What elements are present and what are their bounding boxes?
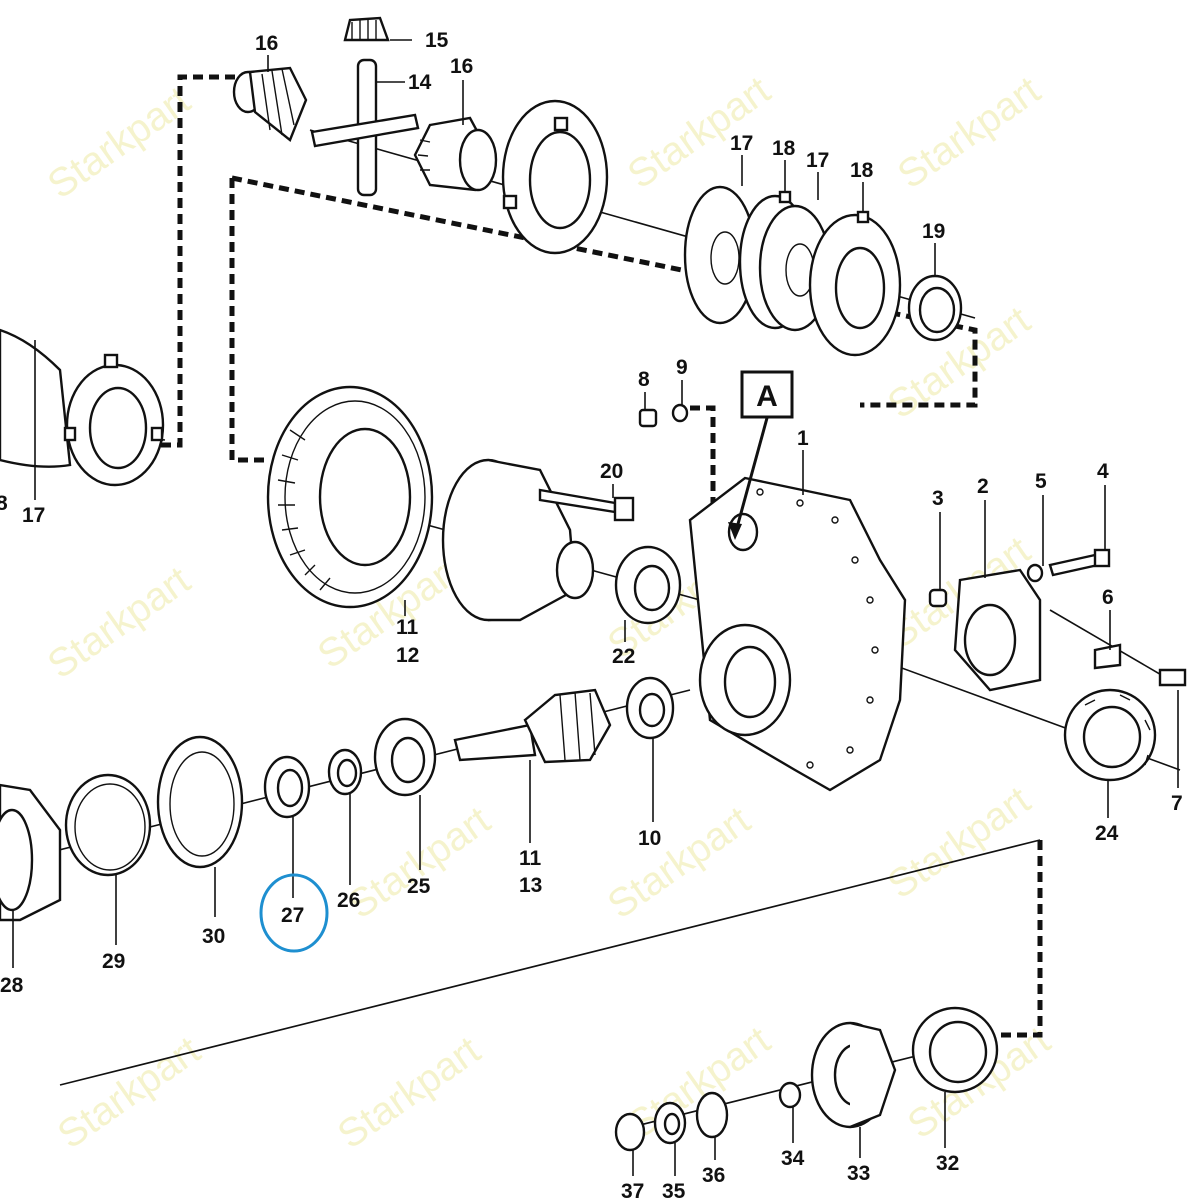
- part-label-30: 30: [202, 925, 225, 948]
- spacer-26: [327, 748, 363, 796]
- watermark: Starkpart: [40, 78, 198, 207]
- sleeve-27: [263, 755, 311, 819]
- part-label-17: 17: [730, 132, 753, 155]
- bolt-4: [1048, 548, 1111, 577]
- part-label-16: 16: [450, 55, 473, 78]
- adjusting-nut-24: [1063, 688, 1157, 782]
- dashed-path-bolt: [690, 405, 716, 535]
- watermark: Starkpart: [880, 778, 1038, 907]
- part-label-16: 16: [255, 32, 278, 55]
- part-labels: 15 14 16 16 17 18 17 18 19 17 8 8 9 20 1…: [0, 29, 1183, 1200]
- o-ring-29: [64, 773, 152, 877]
- side-gear-16-right: [413, 116, 498, 192]
- dashed-path-differential: [229, 178, 270, 463]
- bearing-cap-2: [953, 568, 1042, 692]
- part-label-14: 14: [408, 71, 432, 94]
- washer-37: [614, 1112, 646, 1152]
- bearing-22: [614, 545, 682, 625]
- part-label-8-edge: 8: [0, 492, 8, 515]
- seal-32: [911, 1006, 999, 1094]
- part-label-27: 27: [281, 904, 304, 927]
- thrust-washer: [501, 99, 609, 255]
- washer-34: [778, 1081, 802, 1109]
- part-label-11: 11: [519, 847, 542, 870]
- part-label-7: 7: [1171, 792, 1183, 815]
- callout-a: A: [728, 370, 794, 540]
- ring-19: [907, 274, 963, 342]
- friction-discs-17-18: [683, 185, 902, 357]
- highlight-circle-27[interactable]: [259, 873, 329, 953]
- side-gear-16-left: [232, 66, 308, 142]
- part-label-18: 18: [850, 159, 874, 182]
- watermark: Starkpart: [50, 1028, 208, 1157]
- part-label-33: 33: [847, 1162, 870, 1185]
- part-label-28: 28: [0, 974, 24, 997]
- watermark: Starkpart: [620, 68, 778, 197]
- washer-5: [1026, 563, 1044, 583]
- dashed-path-top: [160, 74, 235, 448]
- part-label-17: 17: [22, 504, 45, 527]
- part-label-11: 11: [396, 616, 419, 639]
- flange-28: [0, 783, 62, 922]
- part-label-26: 26: [337, 889, 360, 912]
- watermark: Starkpart: [40, 558, 198, 687]
- part-label-10: 10: [638, 827, 661, 850]
- differential-case: [441, 458, 595, 622]
- part-label-3: 3: [932, 487, 944, 510]
- pinion-11-13: [453, 688, 612, 764]
- cross-shaft-14: [310, 58, 420, 197]
- part-label-20: 20: [600, 460, 623, 483]
- part-label-24: 24: [1095, 822, 1119, 845]
- bolt-20: [538, 488, 635, 522]
- coupling-33: [810, 1021, 897, 1129]
- bearing-10: [625, 676, 675, 740]
- part-label-12: 12: [396, 644, 419, 667]
- spider-gear-15: [343, 16, 390, 42]
- part-label-32: 32: [936, 1152, 959, 1175]
- nut-35: [653, 1101, 687, 1145]
- watermark: Starkpart: [600, 798, 758, 927]
- part-label-2: 2: [977, 475, 989, 498]
- part-label-15: 15: [425, 29, 449, 52]
- part-label-36: 36: [702, 1164, 725, 1187]
- main-housing-1: [688, 476, 907, 792]
- axis-line: [59, 839, 1041, 1086]
- part-label-34: 34: [781, 1147, 805, 1170]
- part-label-4: 4: [1097, 460, 1109, 483]
- part-label-19: 19: [922, 220, 945, 243]
- watermark: Starkpart: [340, 798, 498, 927]
- leader-lines: [12, 39, 1179, 1176]
- part-label-29: 29: [102, 950, 125, 973]
- callout-a-box: [740, 370, 794, 419]
- part-label-18: 18: [772, 137, 796, 160]
- part-label-13: 13: [519, 874, 542, 897]
- differential-housing-17: [0, 328, 165, 487]
- bearing-25: [373, 717, 437, 797]
- part-label-9: 9: [676, 356, 688, 379]
- gasket-30: [156, 735, 244, 869]
- lock-plate-6: [1093, 643, 1122, 670]
- part-label-8: 8: [638, 368, 650, 391]
- watermark: Starkpart: [890, 68, 1048, 197]
- part-label-37: 37: [621, 1180, 644, 1200]
- part-label-5: 5: [1035, 470, 1047, 493]
- dowel-3: [928, 588, 948, 608]
- bolt-8-washer-9: [638, 403, 689, 428]
- part-label-6: 6: [1102, 586, 1114, 609]
- part-label-35: 35: [662, 1180, 686, 1200]
- callout-a-letter: A: [756, 380, 778, 413]
- part-label-22: 22: [612, 645, 635, 668]
- screw-7: [1158, 668, 1187, 687]
- dashed-path-bottom: [1000, 840, 1043, 1038]
- assembly-dashed-lines: [160, 74, 1043, 1038]
- part-label-1: 1: [797, 427, 809, 450]
- part-label-25: 25: [407, 875, 431, 898]
- crown-wheel-11: [266, 385, 434, 609]
- watermark: Starkpart: [330, 1028, 488, 1157]
- lock-washer-36: [695, 1091, 729, 1139]
- part-label-17: 17: [806, 149, 829, 172]
